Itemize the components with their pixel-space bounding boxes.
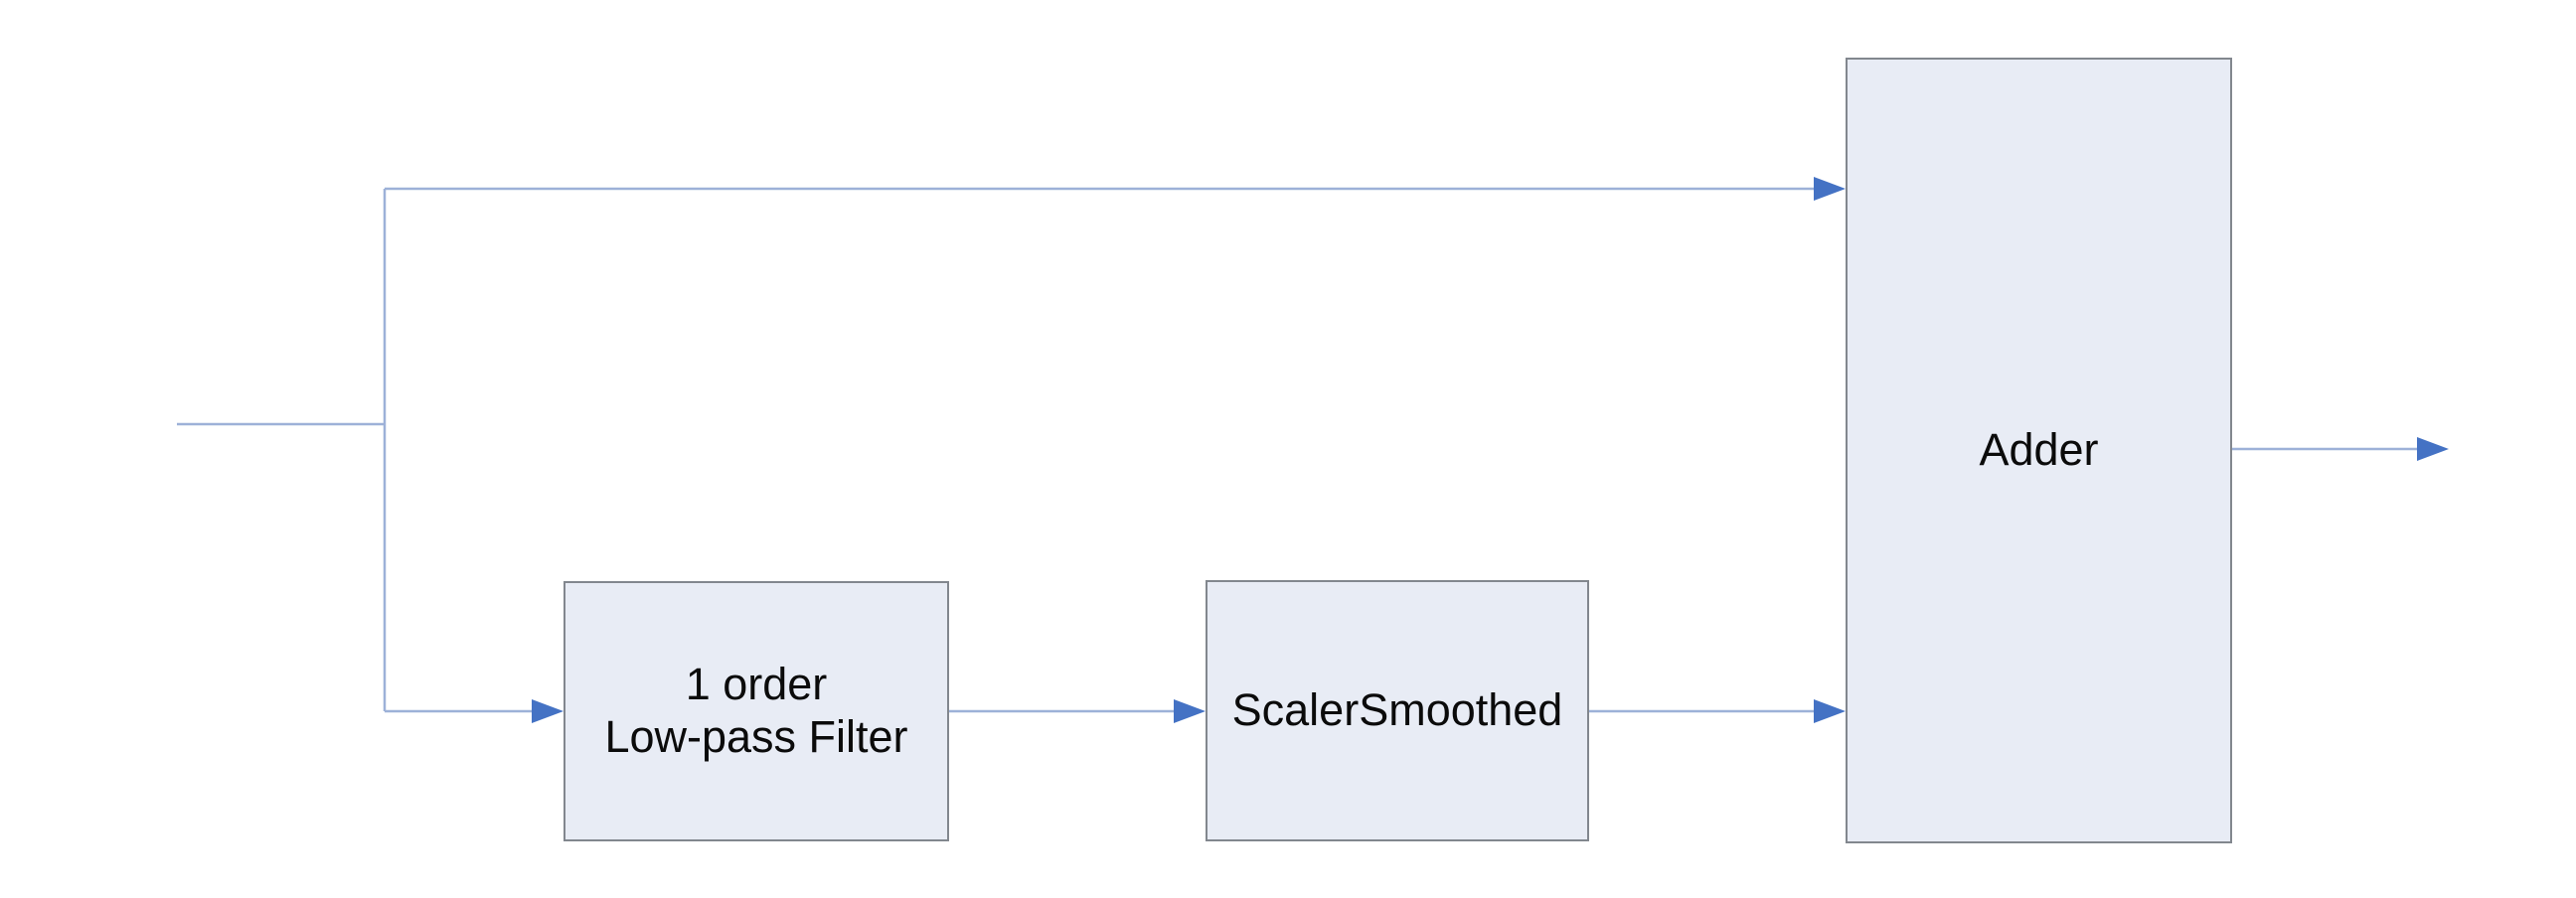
node-scaler-smoothed: ScalerSmoothed: [1206, 580, 1589, 841]
arrowhead-scaler-input-icon: [1174, 699, 1206, 723]
node-lowpass-filter-label: 1 order Low-pass Filter: [604, 659, 908, 762]
node-adder-label: Adder: [1979, 424, 2099, 476]
arrowhead-lowpass-input-icon: [532, 699, 564, 723]
node-adder: Adder: [1846, 58, 2232, 843]
node-scaler-smoothed-label: ScalerSmoothed: [1231, 684, 1563, 736]
node-lowpass-filter: 1 order Low-pass Filter: [564, 581, 949, 841]
arrowhead-output-icon: [2417, 437, 2449, 461]
arrowhead-adder-bottom-input-icon: [1814, 699, 1846, 723]
arrowhead-adder-top-input-icon: [1814, 177, 1846, 201]
